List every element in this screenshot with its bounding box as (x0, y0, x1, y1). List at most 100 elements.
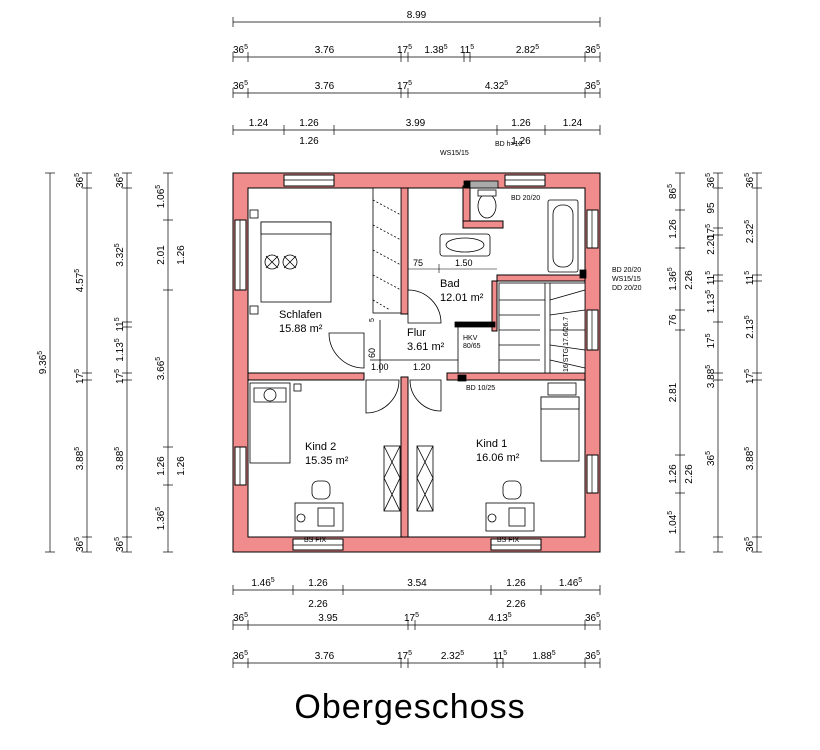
staircase (498, 282, 586, 374)
toilet (477, 193, 497, 219)
label-hkv-size: 80/65 (463, 343, 481, 350)
dim-right1-label: 1.26 (668, 219, 679, 239)
dim-left4-label: 1.365 (155, 507, 167, 530)
dim-right3-label: 2.325 (744, 220, 756, 243)
door-bad (407, 289, 442, 324)
dim-left2-label: 365 (74, 173, 86, 188)
dim-bot1b-label: 2.26 (308, 599, 328, 610)
doors (328, 289, 442, 414)
dim-left1-label: 9.365 (37, 351, 49, 374)
walls (232, 172, 601, 553)
dim-left2-label: 365 (74, 537, 86, 552)
label-bs-fix-2: BS FIX (497, 537, 520, 544)
label-stair: 16 STG 17.6/26.7 (563, 317, 570, 372)
dim-right2-label: 365 (705, 173, 717, 188)
dim-right1b-label: 2.26 (684, 464, 695, 484)
window-top-bad (504, 174, 546, 187)
dim-top2-label: 365 (233, 44, 248, 56)
dim-top4b-label: 1.26 (511, 136, 531, 147)
room-name-flur: Flur (407, 327, 426, 339)
room-area-schlafen: 15.88 m² (279, 323, 323, 335)
annotations: WS15/15 BD h=10 BD 20/20 BD 20/20 WS15/1… (304, 141, 642, 544)
label-bs-fix-1: BS FIX (304, 537, 327, 544)
label-bd-top: BD h=10 (495, 141, 523, 148)
dim-bot2-label: 365 (233, 612, 248, 624)
dim-bot1-label: 1.465 (251, 577, 274, 589)
window-right-stair (586, 309, 599, 351)
label-flur-05: 5 (369, 318, 376, 322)
wall-schlafen-bad (400, 187, 409, 315)
dim-top2-label: 2.825 (516, 44, 539, 56)
dim-left3-label: 175 (114, 369, 126, 384)
dim-top2-label: 175 (397, 44, 412, 56)
dim-right2-label: 175 (705, 224, 717, 239)
dim-top3-label: 3.76 (315, 81, 335, 92)
windows (234, 174, 599, 551)
dim-right1-label: 2.81 (668, 382, 679, 402)
dim-top4-label: 1.24 (563, 118, 583, 129)
room-name-bad: Bad (440, 278, 460, 290)
label-ws-top: WS15/15 (440, 150, 469, 157)
window-left-kind2 (234, 446, 247, 486)
dim-top3-label: 4.325 (485, 80, 508, 92)
dim-top2-label: 365 (585, 44, 600, 56)
dim-bot3-label: 2.325 (441, 650, 464, 662)
label-flur-100: 1.00 (371, 362, 389, 372)
dim-right3-label: 175 (744, 369, 756, 384)
dim-right2-label: 175 (705, 333, 717, 348)
label-bad-75: 75 (413, 258, 423, 268)
room-area-bad: 12.01 m² (440, 292, 484, 304)
floor-plan: Schlafen 15.88 m² Bad 12.01 m² Flur 3.61… (37, 10, 762, 668)
door-schlafen (328, 332, 365, 369)
room-labels: Schlafen 15.88 m² Bad 12.01 m² Flur 3.61… (279, 278, 520, 467)
window-bottom-kind1 (490, 538, 542, 551)
closet-flur-left (383, 445, 401, 512)
dim-left3-label: 365 (114, 173, 126, 188)
window-right-kind1 (586, 454, 599, 494)
dim-right1-label: 1.045 (667, 511, 679, 534)
dim-left3-label: 3.325 (114, 243, 126, 266)
dim-right1-label: 865 (667, 184, 679, 199)
label-flur-120: 1.20 (413, 362, 431, 372)
wall-flur-vertical (400, 376, 409, 538)
dim-left4-label: 1.065 (155, 185, 167, 208)
label-flur-60: 60 (367, 348, 377, 358)
dim-bot1-label: 3.54 (407, 578, 427, 589)
dim-right1-label: 1.26 (668, 464, 679, 484)
dim-bot1-label: 1.26 (308, 578, 328, 589)
dim-top3-label: 175 (397, 80, 412, 92)
dim-top4-label: 3.99 (406, 118, 426, 129)
dim-bot1-label: 1.26 (506, 578, 526, 589)
room-name-kind1: Kind 1 (476, 438, 507, 450)
dim-left4-label: 3.665 (155, 357, 167, 380)
dim-bot3-label: 1.885 (532, 650, 555, 662)
dim-bot3-label: 115 (493, 650, 507, 662)
dim-right2-label: 2.20 (706, 235, 717, 255)
room-area-kind1: 16.06 m² (476, 452, 520, 464)
dim-left2-label: 4.575 (74, 269, 86, 292)
dim-left4b-label: 1.26 (176, 456, 187, 476)
dim-bot3-label: 365 (585, 650, 600, 662)
wall-horizontal-right (446, 372, 586, 381)
dim-bot3-label: 175 (397, 650, 412, 662)
window-details (239, 179, 593, 546)
room-name-kind2: Kind 2 (305, 441, 336, 453)
flur-lines (370, 269, 587, 382)
dim-right3-label: 3.885 (744, 447, 756, 470)
dim-left4b-label: 1.26 (176, 245, 187, 265)
dim-left3-label: 3.885 (114, 447, 126, 470)
dim-right3-label: 2.135 (744, 315, 756, 338)
window-top-schlafen (283, 174, 335, 187)
dim-bot3-label: 365 (233, 650, 248, 662)
dim-top4-label: 1.24 (249, 118, 269, 129)
dim-right2-label: 365 (705, 451, 717, 466)
dim-bot2-label: 4.135 (488, 612, 511, 624)
dim-right1-label: 76 (668, 314, 679, 326)
dim-right2-label: 115 (705, 271, 717, 285)
dim-right3-label: 365 (744, 537, 756, 552)
window-left-schlafen (234, 219, 247, 291)
dim-top2-label: 3.76 (315, 45, 335, 56)
dim-right3-label: 115 (744, 271, 756, 285)
sink (439, 233, 491, 257)
